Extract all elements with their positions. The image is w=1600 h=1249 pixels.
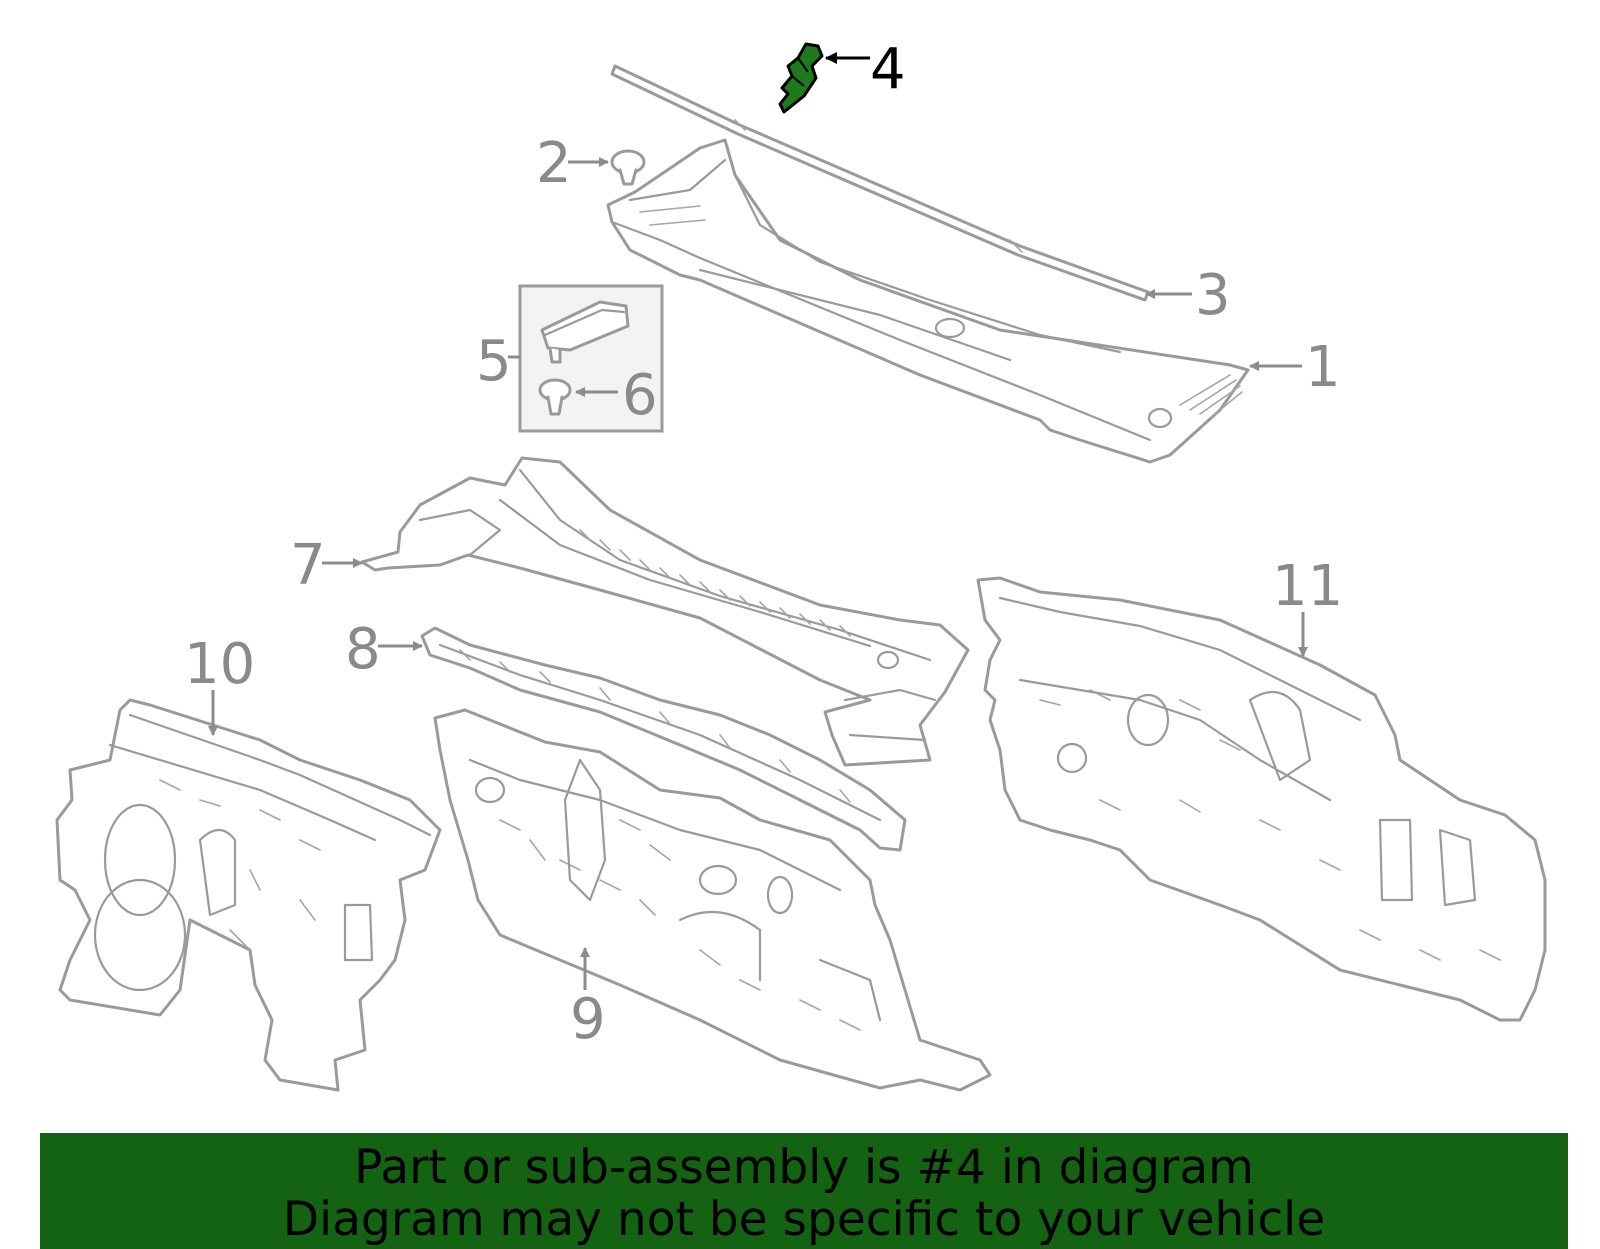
part-3-cowl-weatherstrip [610, 64, 1150, 302]
banner-line-1: Part or sub-assembly is #4 in diagram [354, 1140, 1254, 1195]
callout-7: 7 [290, 533, 326, 598]
callout-leaders [208, 52, 1308, 990]
callout-11: 11 [1272, 554, 1343, 619]
inset-box-5-6 [518, 284, 664, 433]
part-10-dash-insulator [55, 698, 442, 1092]
callout-1: 1 [1305, 335, 1341, 400]
part-1-cowl-top-panel [606, 138, 1250, 464]
part-4-highlighted-bracket [778, 42, 824, 114]
callout-8: 8 [345, 617, 381, 682]
callout-4: 4 [870, 37, 906, 102]
part-2-clip [610, 149, 646, 186]
callout-6: 6 [622, 363, 658, 428]
part-8-cowl-reinforcement [420, 626, 907, 852]
callout-9: 9 [570, 987, 606, 1052]
callout-3: 3 [1195, 263, 1231, 328]
callout-10: 10 [184, 632, 255, 697]
callout-labels: 1 2 3 4 5 6 7 8 9 10 11 [184, 37, 1343, 1052]
banner-line-2: Diagram may not be specific to your vehi… [282, 1192, 1326, 1247]
callout-2: 2 [536, 131, 572, 196]
part-9-dash-panel [433, 708, 992, 1092]
callout-5: 5 [476, 329, 512, 394]
part-11-dash-insulator-right [976, 576, 1547, 1022]
part-7-cowl-inner [360, 456, 970, 767]
info-banner: Part or sub-assembly is #4 in diagram Di… [40, 1133, 1568, 1249]
